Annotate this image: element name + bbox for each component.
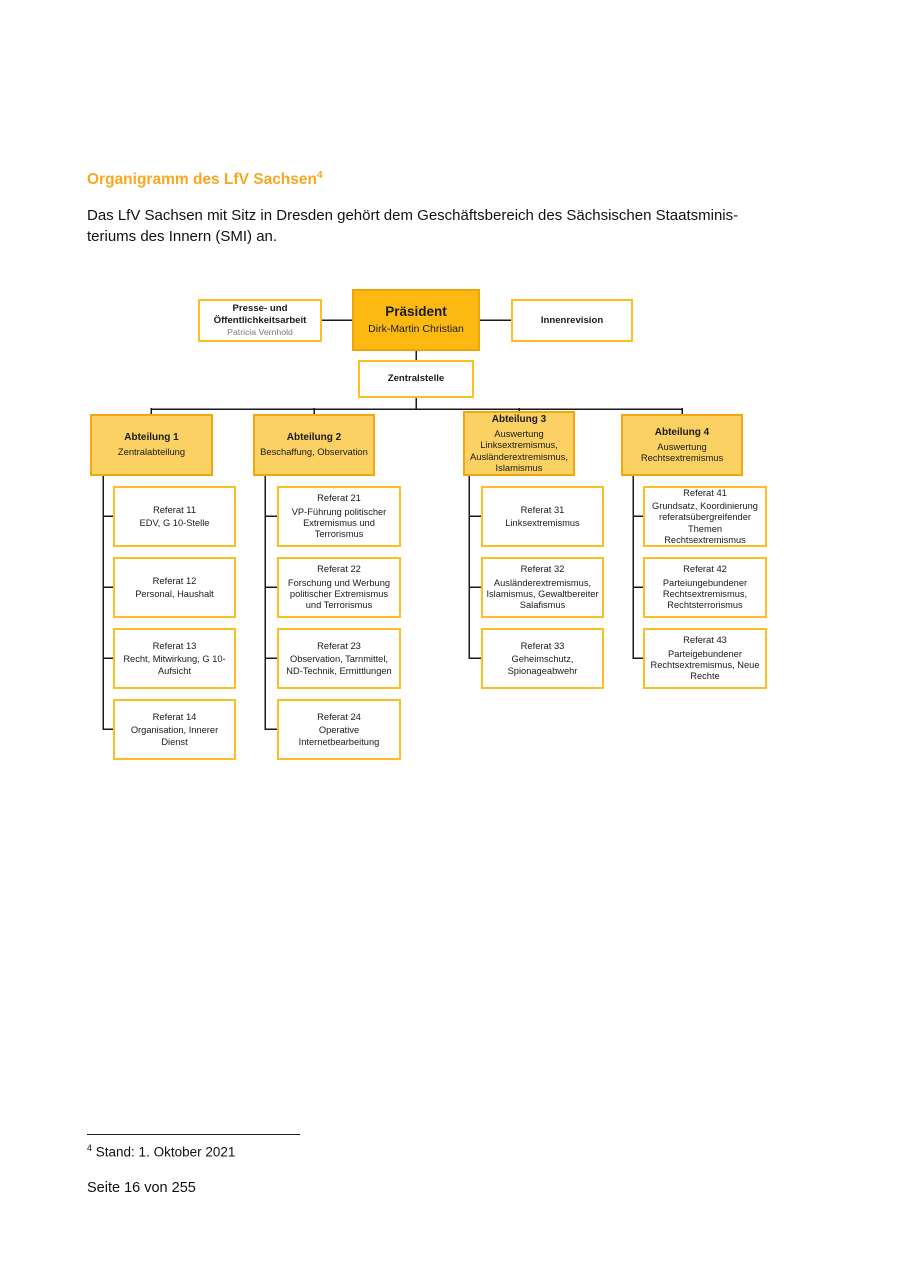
referat-14-title: Referat 14 xyxy=(152,711,197,723)
box-referat-31: Referat 31 Linksextremismus xyxy=(481,486,604,547)
box-presse-oeffentlichkeitsarbeit: Presse- und Öffentlichkeitsarbeit Patric… xyxy=(198,299,322,342)
referat-42-subtitle: Parteiungebundener Rechtsextremismus, Re… xyxy=(662,577,748,611)
referat-22-subtitle: Forschung und Werbung politischer Extrem… xyxy=(287,577,391,611)
innenrevision-title: Innenrevision xyxy=(540,314,604,326)
abteilung-2-subtitle: Beschaffung, Observation xyxy=(260,446,368,458)
abteilung-4-title: Abteilung 4 xyxy=(654,426,710,438)
abteilung-4-subtitle: Auswertung Rechtsextremismus xyxy=(640,440,724,463)
abteilung-1-subtitle: Zentralabteilung xyxy=(117,446,186,458)
box-referat-43: Referat 43 Parteigebundener Rechtsextrem… xyxy=(643,628,767,689)
referat-11-subtitle: EDV, G 10-Stelle xyxy=(139,517,210,528)
referat-22-title: Referat 22 xyxy=(317,563,361,575)
referat-43-title: Referat 43 xyxy=(683,634,727,646)
footnote: 4 Stand: 1. Oktober 2021 xyxy=(87,1143,235,1160)
praesident-person: Dirk-Martin Christian xyxy=(368,323,464,336)
box-referat-14: Referat 14 Organisation, Innerer Dienst xyxy=(113,699,236,760)
box-referat-41: Referat 41 Grundsatz, Koordinierung refe… xyxy=(643,486,767,547)
referat-33-title: Referat 33 xyxy=(520,640,565,652)
box-referat-42: Referat 42 Parteiungebundener Rechtsextr… xyxy=(643,557,767,618)
referat-13-title: Referat 13 xyxy=(152,640,197,652)
referat-21-title: Referat 21 xyxy=(317,492,361,504)
box-abteilung-1: Abteilung 1 Zentralabteilung xyxy=(90,414,213,476)
referat-43-subtitle: Parteigebundener Rechtsextremismus, Neue… xyxy=(650,648,760,682)
referat-13-subtitle: Recht, Mitwirkung, G 10-Aufsicht xyxy=(123,654,226,676)
referat-12-subtitle: Personal, Haushalt xyxy=(135,588,214,599)
referat-42-title: Referat 42 xyxy=(683,563,727,575)
referat-33-subtitle: Geheimschutz, Spionageabwehr xyxy=(507,654,578,676)
box-abteilung-3: Abteilung 3 Auswertung Linksextremismus,… xyxy=(463,411,575,476)
title-footnote-ref: 4 xyxy=(317,170,323,181)
referat-32-title: Referat 32 xyxy=(520,563,565,575)
referat-23-title: Referat 23 xyxy=(317,640,361,652)
box-referat-32: Referat 32 Ausländerextremismus, Islamis… xyxy=(481,557,604,618)
referat-31-subtitle: Linksextremismus xyxy=(505,517,580,528)
box-referat-24: Referat 24 Operative Internetbearbeitung xyxy=(277,699,401,760)
referat-41-title: Referat 41 xyxy=(683,486,727,498)
page-number: Seite 16 von 255 xyxy=(87,1180,196,1196)
presse-title: Presse- und Öffentlichkeitsarbeit xyxy=(213,303,307,326)
box-abteilung-2: Abteilung 2 Beschaffung, Observation xyxy=(253,414,375,476)
abteilung-3-subtitle: Auswertung Linksextremismus, Ausländerex… xyxy=(470,428,568,473)
box-referat-12: Referat 12 Personal, Haushalt xyxy=(113,557,236,618)
referat-21-subtitle: VP-Führung politischer Extremismus und T… xyxy=(291,506,387,540)
page-title: Organigramm des LfV Sachsen4 xyxy=(87,170,323,189)
footnote-text: Stand: 1. Oktober 2021 xyxy=(95,1144,236,1160)
referat-12-title: Referat 12 xyxy=(152,574,197,586)
box-zentralstelle: Zentralstelle xyxy=(358,360,474,398)
referat-41-subtitle: Grundsatz, Koordinierung referatsübergre… xyxy=(652,500,758,545)
footnote-divider xyxy=(87,1134,300,1135)
abteilung-1-title: Abteilung 1 xyxy=(124,432,179,444)
praesident-title: Präsident xyxy=(385,304,447,320)
referat-23-subtitle: Observation, Tarnmittel, ND-Technik, Erm… xyxy=(286,654,392,676)
referat-11-title: Referat 11 xyxy=(152,503,197,515)
box-referat-22: Referat 22 Forschung und Werbung politis… xyxy=(277,557,401,618)
referat-24-title: Referat 24 xyxy=(317,711,361,723)
box-referat-23: Referat 23 Observation, Tarnmittel, ND-T… xyxy=(277,628,401,689)
box-abteilung-4: Abteilung 4 Auswertung Rechtsextremismus xyxy=(621,414,743,476)
box-praesident: Präsident Dirk-Martin Christian xyxy=(352,289,480,351)
box-innenrevision: Innenrevision xyxy=(511,299,633,342)
abteilung-2-title: Abteilung 2 xyxy=(286,432,342,444)
referat-31-title: Referat 31 xyxy=(520,503,565,515)
referat-32-subtitle: Ausländerextremismus, Islamismus, Gewalt… xyxy=(486,577,599,611)
page-title-text: Organigramm des LfV Sachsen xyxy=(87,171,317,189)
intro-line-1: Das LfV Sachsen mit Sitz in Dresden gehö… xyxy=(87,207,739,224)
abteilung-3-title: Abteilung 3 xyxy=(491,414,547,426)
intro-paragraph: Das LfV Sachsen mit Sitz in Dresden gehö… xyxy=(87,206,738,247)
referat-14-subtitle: Organisation, Innerer Dienst xyxy=(130,725,219,747)
footnote-ref: 4 xyxy=(87,1143,93,1153)
presse-person: Patricia Vernhold xyxy=(227,327,293,338)
org-chart-connectors xyxy=(102,319,683,730)
intro-line-2: teriums des Innern (SMI) an. xyxy=(87,227,278,245)
zentralstelle-title: Zentralstelle xyxy=(387,373,445,385)
box-referat-33: Referat 33 Geheimschutz, Spionageabwehr xyxy=(481,628,604,689)
box-referat-13: Referat 13 Recht, Mitwirkung, G 10-Aufsi… xyxy=(113,628,236,689)
box-referat-11: Referat 11 EDV, G 10-Stelle xyxy=(113,486,236,547)
box-referat-21: Referat 21 VP-Führung politischer Extrem… xyxy=(277,486,401,547)
referat-24-subtitle: Operative Internetbearbeitung xyxy=(298,725,380,747)
